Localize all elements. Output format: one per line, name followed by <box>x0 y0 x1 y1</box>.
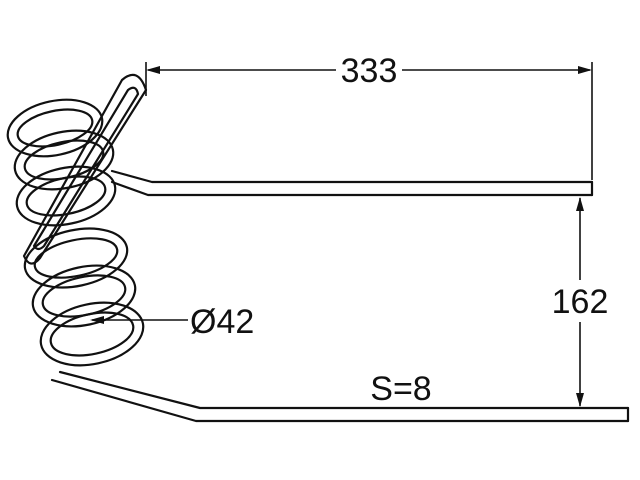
lower-tine-arm <box>50 370 630 423</box>
arrowhead-right <box>578 66 592 74</box>
dimension-length: 333 <box>145 52 593 180</box>
arrowhead-top <box>576 197 584 211</box>
length-label: 333 <box>341 52 398 90</box>
coil-link-loop <box>22 73 148 265</box>
arrowhead-left <box>146 66 160 74</box>
dimension-coil-diameter: Ø42 <box>90 303 254 341</box>
spring-coil <box>6 98 145 367</box>
coil-diameter-label: Ø42 <box>190 303 254 341</box>
arrowhead-diameter <box>90 316 104 324</box>
height-label: 162 <box>552 283 609 321</box>
arrowhead-bottom <box>576 393 584 407</box>
wire-size-label: S=8 <box>370 370 431 408</box>
dimension-height: 162 <box>552 197 609 407</box>
upper-tine-arm <box>110 169 594 197</box>
